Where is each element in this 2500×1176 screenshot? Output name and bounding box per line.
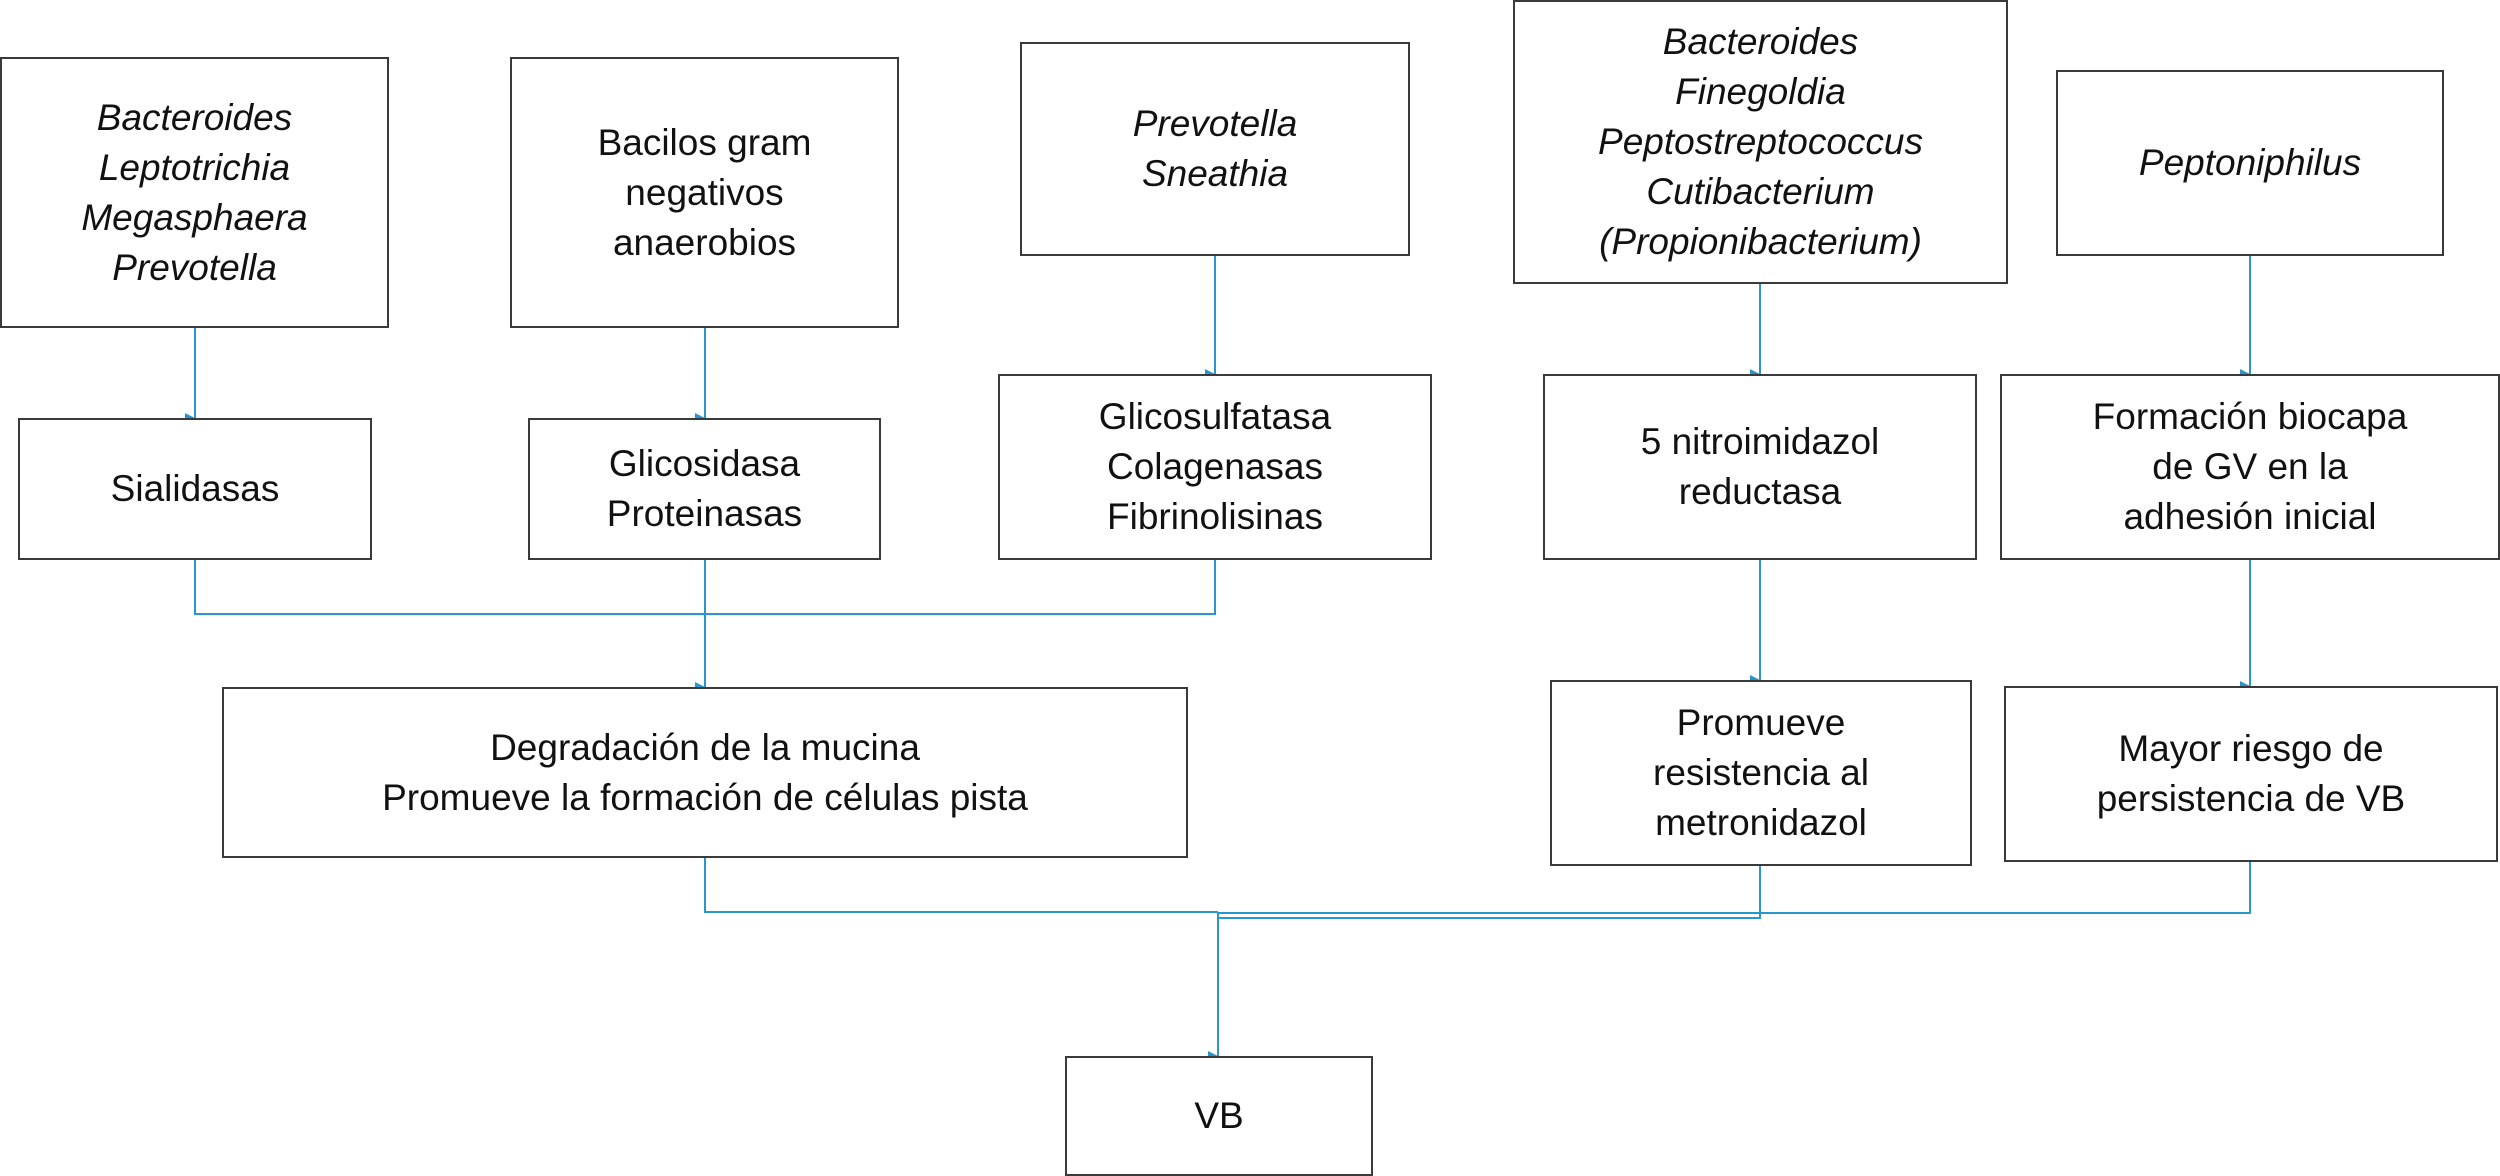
genera-4-line-1: Bacteroides: [1662, 21, 1859, 62]
genera-4-line-5: (Propionibacterium): [1599, 221, 1922, 262]
mechanism-5-line-3: adhesión inicial: [2123, 496, 2377, 537]
merge-persistencia: [1218, 862, 2251, 914]
genera-box-4: Bacteroides Finegoldia Peptostreptococcu…: [1513, 0, 2008, 284]
merge-resistencia: [1218, 866, 1761, 919]
genera-2-line-3: anaerobios: [612, 221, 797, 263]
genera-box-3: Prevotella Sneathia: [1020, 42, 1410, 256]
genera-box-1: Bacteroides Leptotrichia Megasphaera Pre…: [0, 57, 389, 328]
mechanism-box-glicosidasa: Glicosidasa Proteinasas: [528, 418, 881, 560]
mechanism-3-line-3: Fibrinolisinas: [1107, 496, 1323, 537]
genera-2-line-1: Bacilos gram: [597, 121, 812, 163]
genera-1-line-3: Megasphaera: [81, 196, 308, 238]
genera-4-line-2: Finegoldia: [1675, 71, 1846, 112]
genera-3-line-1: Prevotella: [1132, 103, 1298, 144]
mechanism-box-biocapa: Formación biocapa de GV en la adhesión i…: [2000, 374, 2500, 560]
genera-4-line-3: Peptostreptococcus: [1598, 121, 1923, 162]
mechanism-3-line-2: Colagenasas: [1107, 446, 1323, 487]
genera-1-line-1: Bacteroides: [96, 96, 293, 138]
effect-2-line-2: resistencia al: [1653, 752, 1869, 793]
genera-1-line-4: Prevotella: [112, 246, 277, 288]
genera-box-5: Peptoniphilus: [2056, 70, 2444, 256]
effect-1-line-2: Promueve la formación de células pista: [382, 776, 1028, 818]
mechanism-5-line-2: de GV en la: [2152, 446, 2348, 487]
mechanism-box-reductasa: 5 nitroimidazol reductasa: [1543, 374, 1977, 560]
mechanism-box-sialidasas: Sialidasas: [18, 418, 372, 560]
mechanism-box-glicosulfatasa: Glicosulfatasa Colagenasas Fibrinolisina…: [998, 374, 1432, 560]
mechanism-5-line-1: Formación biocapa: [2092, 396, 2408, 437]
mechanism-2-line-2: Proteinasas: [606, 493, 803, 534]
genera-1-line-2: Leptotrichia: [98, 146, 291, 188]
genera-4-line-4: Cutibacterium: [1646, 171, 1875, 212]
outcome-box-vb: VB: [1065, 1056, 1373, 1176]
effect-box-resistencia: Promueve resistencia al metronidazol: [1550, 680, 1972, 866]
mechanism-4-line-2: reductasa: [1678, 471, 1842, 512]
genera-3-line-2: Sneathia: [1141, 153, 1289, 194]
mechanism-1-line-1: Sialidasas: [110, 468, 280, 509]
genera-2-line-2: negativos: [625, 171, 784, 213]
genera-box-2: Bacilos gram negativos anaerobios: [510, 57, 899, 328]
mechanism-3-line-1: Glicosulfatasa: [1098, 396, 1332, 437]
effect-3-line-1: Mayor riesgo de: [2118, 728, 2384, 769]
outcome-line-1: VB: [1194, 1095, 1244, 1136]
effect-box-persistencia: Mayor riesgo de persistencia de VB: [2004, 686, 2498, 862]
effect-box-degradacion: Degradación de la mucina Promueve la for…: [222, 687, 1188, 858]
effect-2-line-1: Promueve: [1676, 702, 1846, 743]
effect-3-line-2: persistencia de VB: [2096, 778, 2406, 819]
effect-2-line-3: metronidazol: [1655, 802, 1867, 843]
merge-degradacion: [704, 858, 1218, 913]
genera-5-line-1: Peptoniphilus: [2138, 142, 2362, 183]
mechanism-4-line-1: 5 nitroimidazol: [1640, 421, 1880, 462]
effect-1-line-1: Degradación de la mucina: [490, 726, 920, 768]
mechanism-2-line-1: Glicosidasa: [608, 443, 801, 484]
